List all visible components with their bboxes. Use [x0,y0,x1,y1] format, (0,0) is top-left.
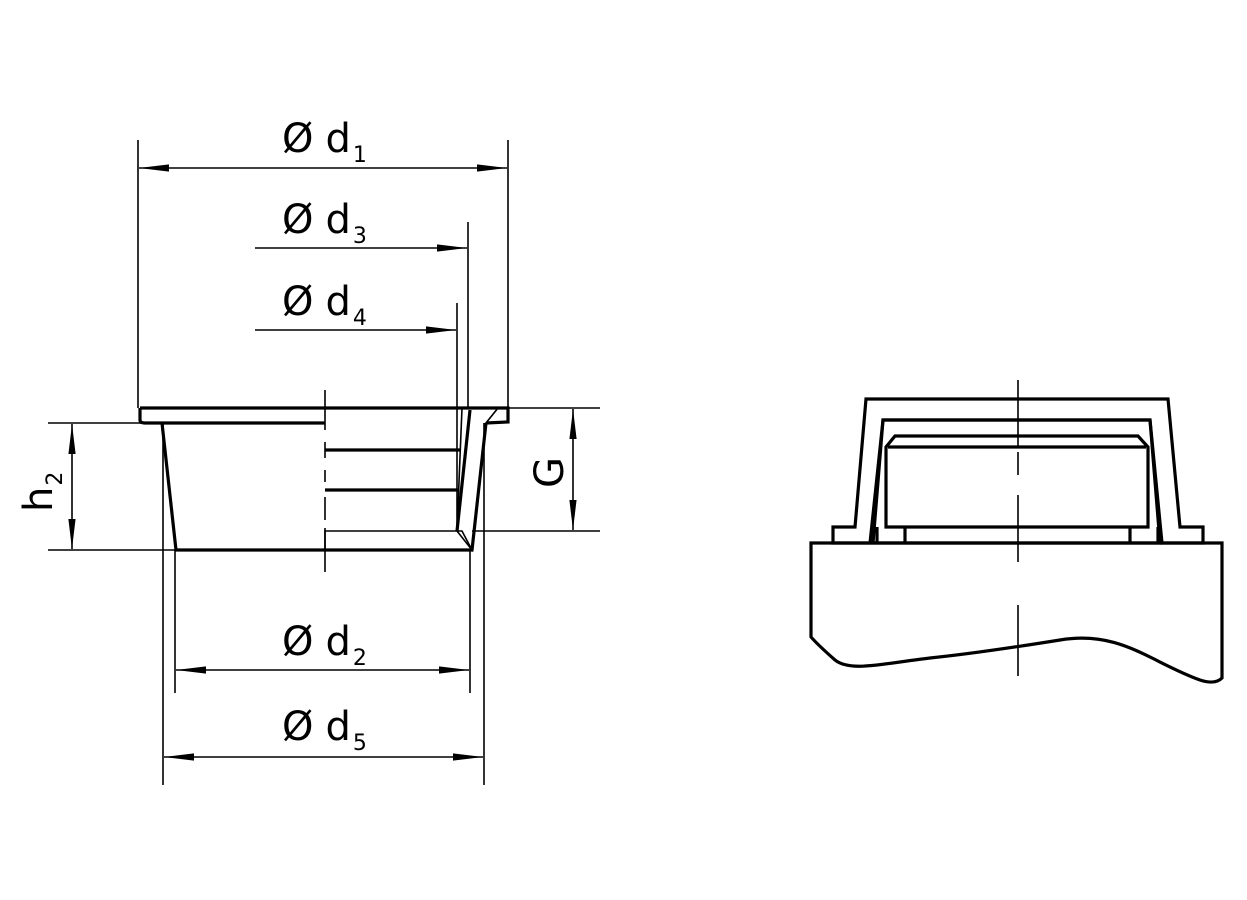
assembly-view [809,380,1224,684]
hatched-bottom-section [324,530,474,551]
cap-inner-cavity [871,418,1162,545]
label-h2: h2 [16,472,68,512]
insert-feet [875,527,1160,543]
extension-lines [48,140,600,785]
flange-outline [138,406,510,425]
inner-wall-line [455,409,472,532]
insert-outline [884,434,1150,529]
label-g: G [527,457,573,488]
base-block [809,541,1224,684]
body-outline [160,422,488,552]
